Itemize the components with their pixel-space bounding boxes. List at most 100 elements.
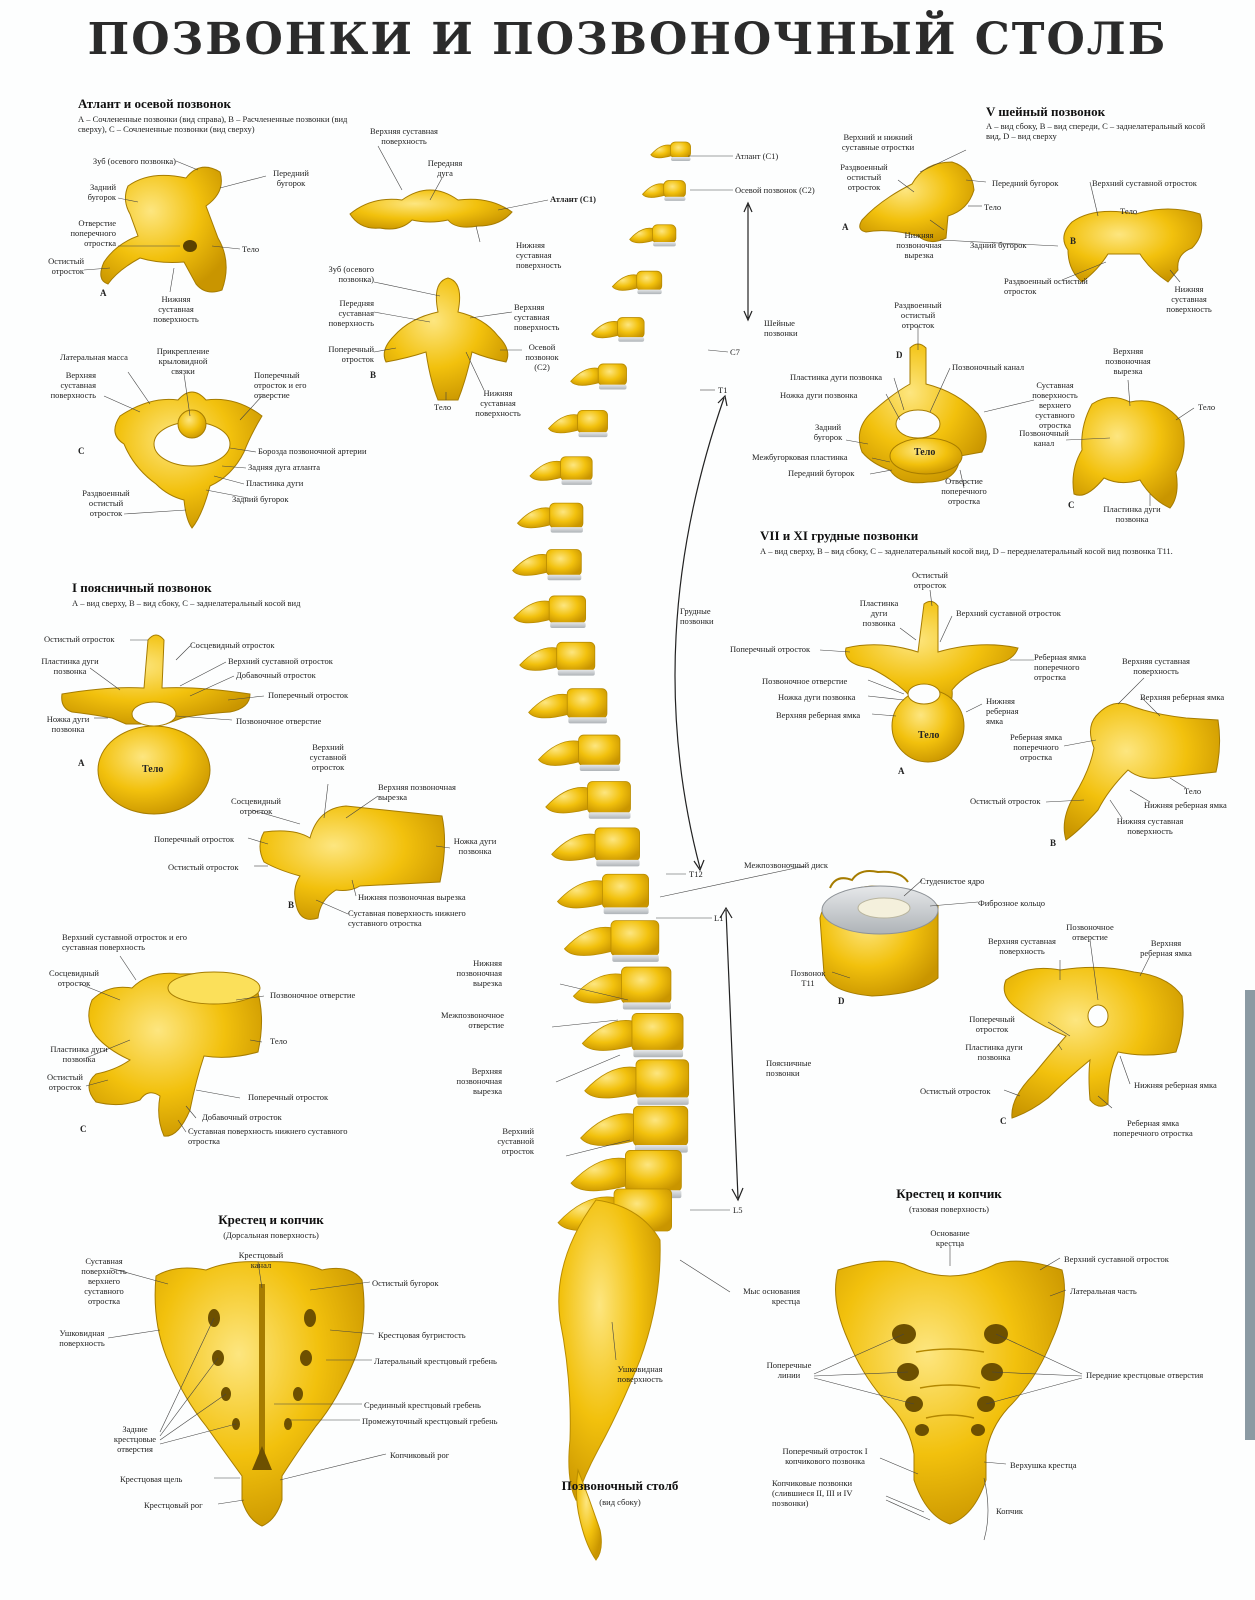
atlas-body2: Тело <box>434 402 452 412</box>
label-t1: Т1 <box>718 385 728 395</box>
c5-sup-proc: Верхний суставной отросток <box>1092 178 1197 188</box>
c5-ant-tub: Передний бугорок <box>992 178 1059 188</box>
c5-post-tub: Задний бугорок <box>970 240 1027 250</box>
label-disc: Межпозвоночный диск <box>744 860 829 870</box>
th-letter-d: D <box>838 996 845 1006</box>
th-sup-costal2: Верхняя реберная ямка <box>1140 692 1225 702</box>
atlas-bifid: Раздвоенный остистый отросток <box>82 488 130 518</box>
column-disc <box>557 669 595 676</box>
column-vertebra-body <box>587 781 631 814</box>
atlas-sup-art2: Верхняя суставная поверхность <box>514 302 560 332</box>
column-vertebra-process <box>512 554 550 576</box>
th-body2: Тело <box>1184 786 1202 796</box>
th-letter-c: С <box>1000 1116 1007 1126</box>
label-promontory: Мыс основания крестца <box>743 1286 800 1306</box>
sp-coccyx: Копчик <box>996 1506 1023 1516</box>
label-thoracic: Грудные позвонки <box>680 606 714 626</box>
column-disc <box>550 527 583 533</box>
column-vertebra-body <box>670 141 691 159</box>
l1-sup-proc: Верхний суставной отросток <box>228 656 333 666</box>
column-disc <box>633 1049 684 1058</box>
c5-bifid: Раздвоенный остистый отросток <box>840 162 888 192</box>
atlas-alar: Прикрепление крыловидной связки <box>156 346 210 376</box>
l1-inf-art2: Суставная поверхность нижнего суставного… <box>188 1126 348 1146</box>
column-vertebra-process <box>591 321 620 339</box>
th-sup-art2: Верхняя суставная поверхность <box>988 936 1056 956</box>
column-vertebra-body <box>548 595 587 624</box>
c5-sup-notch: Верхняя позвоночная вырезка <box>1105 346 1151 376</box>
vertebral-column <box>512 141 691 1561</box>
label-l5: L5 <box>733 1205 743 1215</box>
column-leaders <box>551 155 806 1361</box>
c5-inter-lam: Межбугорковая пластинка <box>752 452 848 462</box>
sd-tuberosity: Крестцовая бугристость <box>378 1330 466 1340</box>
sd-lat-crest: Латеральный крестцовый гребень <box>374 1356 497 1366</box>
column-vertebra-body <box>577 409 608 434</box>
th-letter-b: В <box>1050 838 1057 848</box>
column-vertebra-process <box>584 1066 641 1099</box>
column-vertebra-body <box>610 920 660 957</box>
atlas-letter-a: А <box>100 288 107 298</box>
l1-transverse3: Поперечный отросток <box>248 1092 329 1102</box>
c5-trans-for: Отверстие поперечного отростка <box>941 476 987 506</box>
column-vertebra-body <box>560 456 593 482</box>
l1-transverse2: Поперечный отросток <box>154 834 235 844</box>
l1-pedicle2: Ножка дуги позвонка <box>453 836 497 856</box>
th-costal-trans3: Реберная ямка поперечного отростка <box>1113 1118 1193 1138</box>
atlas-inf-art: Нижняя суставная поверхность <box>153 294 199 324</box>
lumbar-title: I поясничный позвонок <box>72 580 212 595</box>
sd-inter-crest: Промежуточный крестцовый гребень <box>362 1416 498 1426</box>
l1-inf-notch: Нижняя позвоночная вырезка <box>358 892 466 902</box>
column-vertebra-process <box>551 833 599 861</box>
th-spinous: Остистый отросток <box>912 570 948 590</box>
c5-letter-d: D <box>896 350 903 360</box>
th-lamina: Пластинка дуги позвонка <box>859 598 899 628</box>
column-vertebra-body <box>546 549 582 577</box>
column-vertebra-process <box>650 144 673 159</box>
page-edge-tab <box>1245 990 1255 1440</box>
column-vertebra-body <box>652 224 677 244</box>
c5-post-tub2: Задний бугорок <box>813 422 843 442</box>
th-foramen2: Позвоночное отверстие <box>1066 922 1114 942</box>
l1-foramen: Позвоночное отверстие <box>236 716 322 726</box>
column-vertebra-body <box>625 1150 682 1192</box>
c5-inf-notch: Нижняя позвоночная вырезка <box>896 230 942 260</box>
column-vertebra-body <box>556 641 596 672</box>
column-vertebra-process <box>528 693 571 719</box>
atlas-post-tub2: Задний бугорок <box>232 494 289 504</box>
column-sacrum <box>558 1199 661 1502</box>
atlas-lat-mass: Латеральная масса <box>60 352 128 362</box>
label-c1: Атлант (С1) <box>735 151 779 161</box>
label-c7: С7 <box>730 347 740 357</box>
atlas-dens2: Зуб (осевого позвонка) <box>328 264 374 284</box>
column-vertebra-body <box>594 827 640 862</box>
column-vertebra-body <box>631 1013 684 1052</box>
th-costal-trans2: Реберная ямка поперечного отростка <box>1009 732 1063 762</box>
sd-horn-cocc: Копчиковый рог <box>390 1450 450 1460</box>
l1-foramen2: Позвоночное отверстие <box>270 990 356 1000</box>
sacrum-dorsal-title: Крестец и копчик <box>218 1212 324 1227</box>
column-disc <box>637 289 662 295</box>
l1-letter-a: А <box>78 758 85 768</box>
th-body: Тело <box>918 730 940 741</box>
th-inf-art: Нижняя суставная поверхность <box>1116 816 1184 836</box>
atlas-ant-arch: Передняя дуга <box>427 158 463 178</box>
sp-apex: Верхушка крестца <box>1010 1460 1077 1470</box>
th-transverse2: Поперечный отросток <box>969 1014 1015 1034</box>
column-disc <box>550 622 586 628</box>
label-lumbar: Поясничные позвонки <box>766 1058 812 1078</box>
label-cervical: Шейные позвонки <box>764 318 798 338</box>
column-vertebra-process <box>641 183 666 198</box>
atlas-trans-for: Отверстие поперечного отростка <box>70 218 116 248</box>
thoracic-desc: А – вид сверху, В – вид сбоку, С – задне… <box>760 546 1173 556</box>
label-lower-notch: Нижняя позвоночная вырезка <box>456 958 502 988</box>
column-disc <box>653 242 676 247</box>
column-vertebra-body <box>578 734 621 767</box>
sacrum-dorsal-subtitle: (Дорсальная поверхность) <box>223 1230 319 1240</box>
th-pedicle: Ножка дуги позвонка <box>778 692 856 702</box>
column-vertebra-body <box>633 1105 689 1147</box>
sp-ant-foramina: Передние крестцовые отверстия <box>1086 1370 1204 1380</box>
figure-leaders <box>79 145 1195 1541</box>
l1-inf-art: Суставная поверхность нижнего суставного… <box>348 908 466 928</box>
column-vertebra-process <box>519 647 560 671</box>
